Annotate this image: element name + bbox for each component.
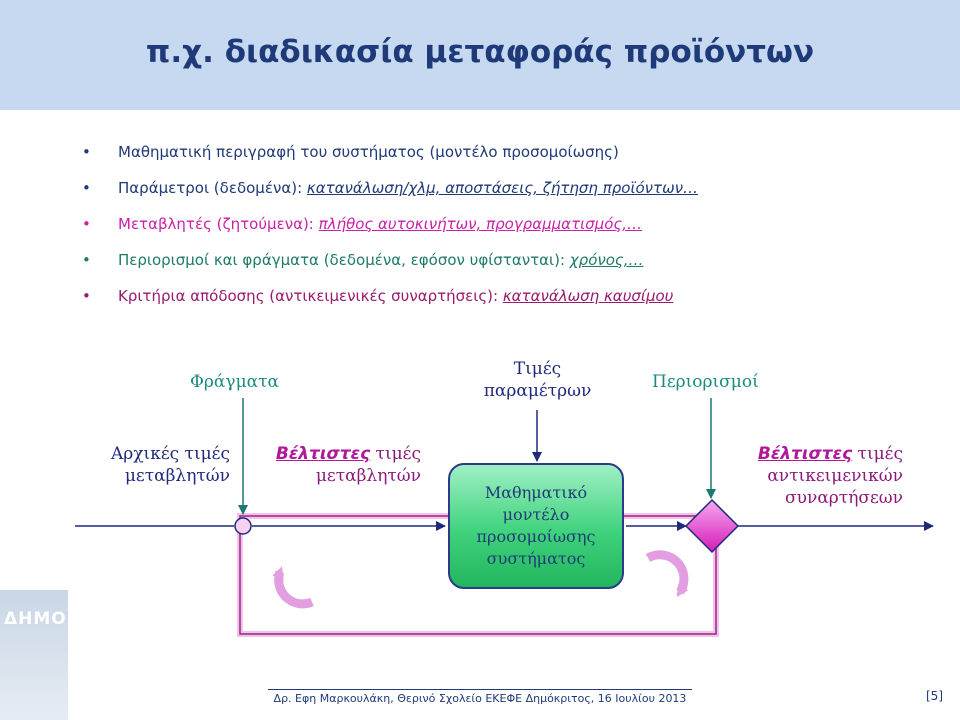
- curved-arrow-icon: [272, 566, 314, 609]
- decision-diamond: [684, 498, 740, 554]
- bullet-dot: •: [82, 179, 91, 197]
- constraints-label: Περιορισμοί: [652, 372, 759, 392]
- curved-arrow-icon: [645, 550, 689, 598]
- bullet-text: Κριτήρια απόδοσης (αντικειμενικές συναρτ…: [118, 287, 674, 305]
- footer-text: Δρ. Εφη Μαρκουλάκη, Θερινό Σχολείο ΕΚΕΦΕ…: [273, 692, 687, 705]
- bullet-text: Περιορισμοί και φράγματα (δεδομένα, εφόσ…: [118, 251, 644, 269]
- bullet-text: Παράμετροι (δεδομένα): κατανάλωση/χλμ, α…: [118, 179, 699, 197]
- junction-circle: [234, 517, 252, 535]
- title-banner: [0, 0, 960, 110]
- logo-text: ΔΗΜΟΚΡΙΤΟΣ: [4, 609, 143, 629]
- simulation-model-box: Μαθηματικό μοντέλο προσομοίωσης συστήματ…: [448, 463, 624, 589]
- best-objective-label: Βέλτιστες τιμές αντικειμενικών συναρτήσε…: [757, 444, 903, 508]
- bullet-example: κατανάλωση/χλμ, αποστάσεις, ζήτηση προϊό…: [306, 179, 699, 197]
- bullet-text: Μαθηματική περιγραφή του συστήματος (μον…: [118, 143, 619, 161]
- page-number: [5]: [926, 689, 943, 703]
- bullet-text: Μεταβλητές (ζητούμενα): πλήθος αυτοκινήτ…: [118, 215, 642, 233]
- bounds-label: Φράγματα: [190, 372, 279, 392]
- bullet-dot: •: [82, 143, 91, 161]
- parameters-label: Τιμές παραμέτρων: [483, 359, 592, 401]
- initial-values-label: Αρχικές τιμές μεταβλητών: [110, 444, 230, 486]
- bullet-example: κατανάλωση καυσίμου: [502, 287, 674, 305]
- footer-divider: [268, 689, 692, 690]
- bullet-example: πλήθος αυτοκινήτων, προγραμματισμός,…: [318, 215, 642, 233]
- democritus-logo: ΔΗΜΟΚΡΙΤΟΣ: [0, 590, 143, 720]
- bullet-dot: •: [82, 287, 91, 305]
- bullet-dot: •: [82, 215, 91, 233]
- best-variables-label: Βέλτιστες τιμές μεταβλητών: [275, 444, 421, 486]
- bullet-dot: •: [82, 251, 91, 269]
- slide-title: π.χ. διαδικασία μεταφοράς προϊόντων: [145, 34, 815, 70]
- bullet-example: χρόνος,…: [569, 251, 644, 269]
